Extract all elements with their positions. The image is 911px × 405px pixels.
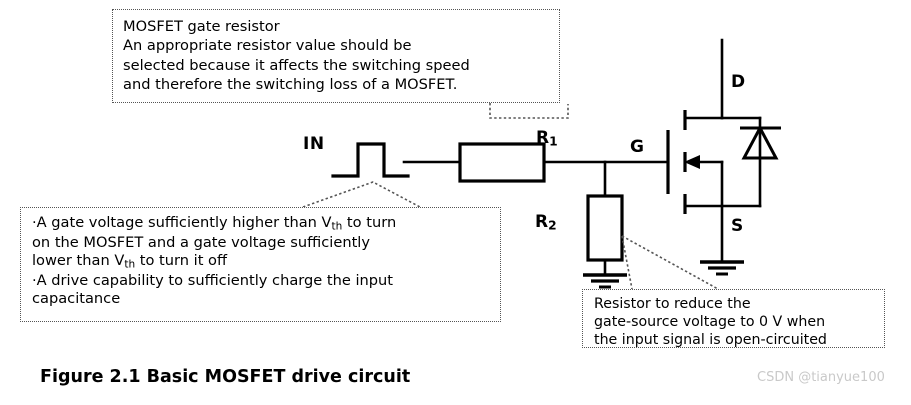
callout-gate-voltage-line2: on the MOSFET and a gate voltage suffici… <box>32 233 370 251</box>
callout-gate-voltage-line1-a: ·A gate voltage sufficiently higher than… <box>32 214 332 231</box>
input-pulse-waveform <box>331 142 410 178</box>
figure-caption: Figure 2.1 Basic MOSFET drive circuit <box>40 367 411 387</box>
label-r1-text: R <box>536 128 550 148</box>
leader-pulldown-b <box>621 235 719 290</box>
callout-gate-voltage-line1-sub: th <box>331 220 343 233</box>
callout-gate-voltage: ·A gate voltage sufficiently higher than… <box>20 207 501 322</box>
callout-gate-voltage-line3-a: lower than V <box>32 252 125 270</box>
r2-ground <box>583 273 627 289</box>
mosfet-source-leg <box>683 160 724 264</box>
callout-gate-voltage-line4: ·A drive capability to sufficiently char… <box>32 271 394 289</box>
callout-gate-voltage-line3-sub: th <box>124 258 136 271</box>
label-r2: R2 <box>535 212 557 233</box>
leader-gate-voltage <box>302 181 421 208</box>
label-gate: G <box>630 137 644 157</box>
body-diode <box>740 124 781 160</box>
label-r2-subscript: 2 <box>548 218 557 233</box>
body-diode-wires <box>720 116 762 208</box>
callout-pulldown-line1: Resistor to reduce the <box>594 296 751 312</box>
callout-pulldown-line2: gate-source voltage to 0 V when <box>594 314 826 331</box>
callout-gate-voltage-line3-b: to turn it off <box>135 252 228 270</box>
mosfet-drain-leg <box>683 38 724 120</box>
label-source: S <box>731 216 744 236</box>
leader-gate-resistor <box>489 103 569 119</box>
label-r1-subscript: 1 <box>549 134 558 149</box>
label-drain: D <box>731 72 746 92</box>
callout-pulldown-resistor: Resistor to reduce the gate-source voltag… <box>582 289 885 348</box>
callout-pulldown-line3: the input signal is open-circuited <box>594 332 827 349</box>
source-ground <box>700 260 744 276</box>
callout-gate-voltage-line1-b: to turn <box>342 214 397 231</box>
watermark: CSDN @tianyue100 <box>757 370 885 385</box>
label-input: IN <box>303 134 325 154</box>
leader-pulldown-a <box>621 235 633 290</box>
callout-gate-voltage-line5: capacitance <box>32 290 121 308</box>
label-r2-text: R <box>535 212 549 232</box>
mosfet-body-arrow-head <box>684 155 700 169</box>
callout-gate-resistor: MOSFET gate resistor An appropriate resi… <box>112 9 560 103</box>
label-r1: R1 <box>536 128 558 149</box>
